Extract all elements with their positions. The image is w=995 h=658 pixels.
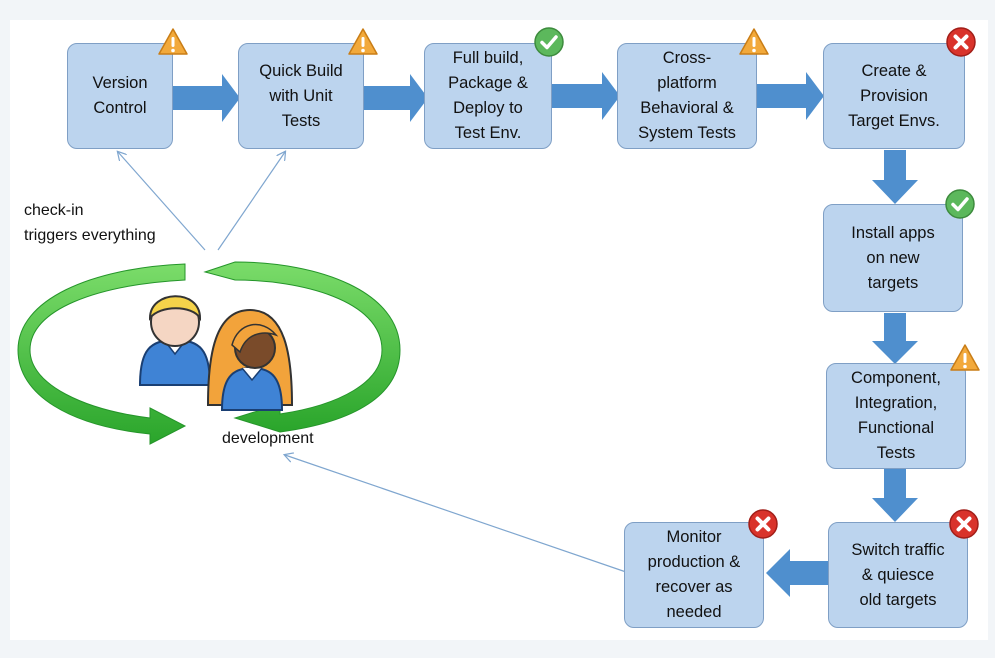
step-label: Component, Integration, Functional Tests (851, 369, 941, 462)
flow-arrow-4 (757, 72, 824, 120)
step-label: Quick Build with Unit Tests (259, 61, 343, 130)
warning-icon (158, 28, 188, 55)
step-version-control: Version Control (67, 43, 173, 149)
step-label: Install apps on new targets (851, 223, 935, 292)
error-icon (946, 27, 976, 57)
flow-arrow-5 (872, 150, 918, 204)
step-label: Version Control (92, 74, 148, 117)
step-label: Full build, Package & Deploy to Test Env… (448, 49, 528, 142)
monitor-feedback-arrow (285, 455, 627, 573)
development-cycle-arrows (17, 261, 401, 445)
checkin-annotation: check-in triggers everything (24, 202, 156, 244)
flow-arrow-8 (766, 549, 830, 597)
step-component-tests: Component, Integration, Functional Tests (826, 363, 966, 469)
step-cross-platform: Cross- platform Behavioral & System Test… (617, 43, 757, 149)
developer-icon-blonde (138, 295, 212, 386)
step-switch-traffic: Switch traffic & quiesce old targets (828, 522, 968, 628)
step-label: Monitor production & recover as needed (647, 528, 741, 621)
error-icon (949, 509, 979, 539)
development-label: development (222, 430, 314, 447)
step-install-apps: Install apps on new targets (823, 204, 963, 312)
flow-arrow-6 (872, 313, 918, 364)
flow-arrow-7 (872, 468, 918, 522)
step-label: Create & Provision Target Envs. (848, 61, 940, 130)
checkmark-icon (534, 27, 564, 57)
warning-icon (348, 28, 378, 55)
error-icon (748, 509, 778, 539)
flow-arrow-1 (172, 74, 240, 122)
step-label: Switch traffic & quiesce old targets (851, 540, 945, 609)
checkmark-icon (945, 189, 975, 219)
step-quick-build: Quick Build with Unit Tests (238, 43, 364, 149)
checkin-arrow-left (118, 152, 206, 251)
flow-arrow-2 (363, 74, 428, 122)
step-monitor-production: Monitor production & recover as needed (624, 522, 764, 628)
warning-icon (950, 344, 980, 371)
checkin-arrow-right (217, 152, 285, 251)
warning-icon (739, 28, 769, 55)
developer-icon-orange-hair (206, 308, 294, 411)
step-create-provision: Create & Provision Target Envs. (823, 43, 965, 149)
step-full-build: Full build, Package & Deploy to Test Env… (424, 43, 552, 149)
step-label: Cross- platform Behavioral & System Test… (638, 49, 736, 142)
flow-arrow-3 (552, 72, 620, 120)
